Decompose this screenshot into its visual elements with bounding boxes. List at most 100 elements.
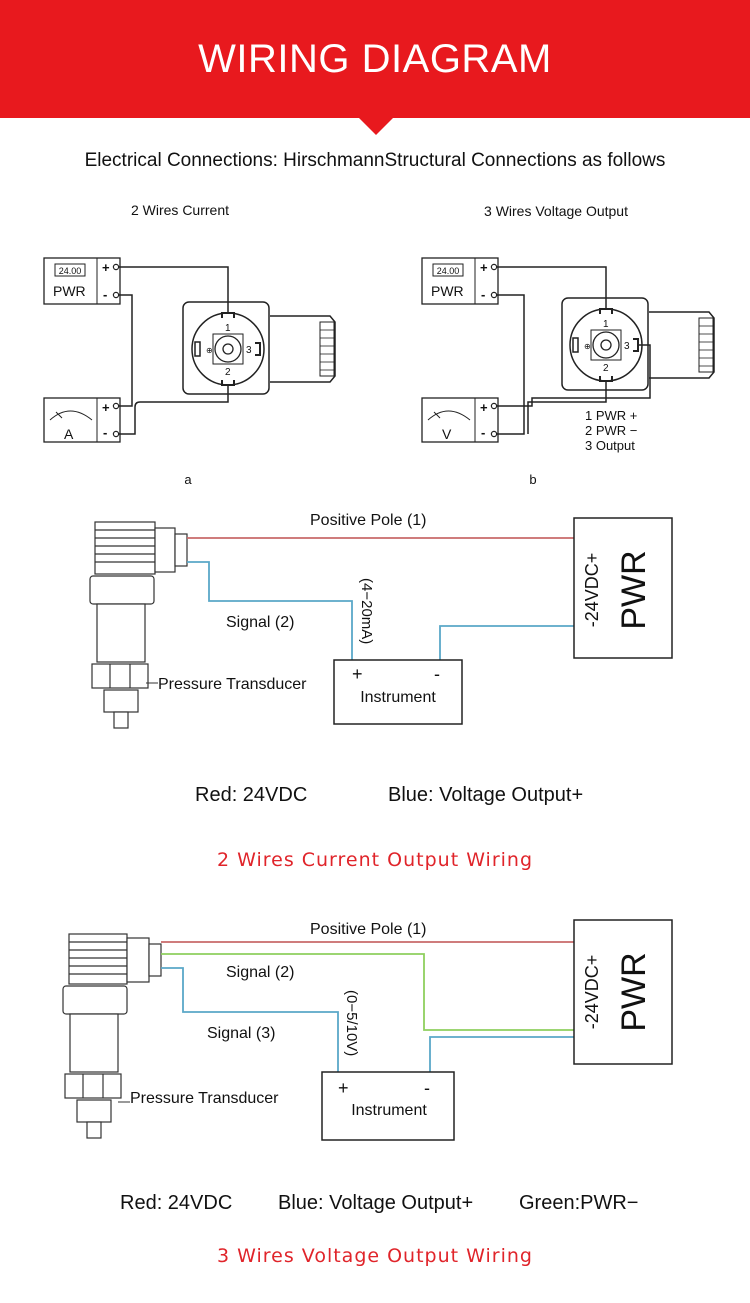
pin-legend-2: 2 PWR −: [585, 423, 637, 438]
connector-center-pin: [222, 343, 234, 355]
pwr-a-minus: -: [103, 287, 107, 302]
diagram-b: 3 Wires Voltage Output 24.00 PWR + - V +…: [421, 203, 715, 487]
pwr-a-plus: +: [102, 260, 110, 275]
terminal-icon: [490, 402, 498, 410]
diagram-a-title: 2 Wires Current: [131, 202, 229, 218]
pwr-label-a: PWR: [53, 283, 86, 299]
supply-voltage-label: -24VDC+: [582, 955, 602, 1030]
connector-body-a: [270, 315, 336, 383]
pin-legend-1: 1 PWR +: [585, 408, 637, 423]
positive-pole-label: Positive Pole (1): [310, 512, 427, 529]
transducer-label: Pressure Transducer: [130, 1090, 279, 1107]
terminal-icon: [112, 291, 120, 299]
supply-voltage-label: -24VDC+: [582, 553, 602, 628]
meter-scale-icon: [49, 410, 93, 421]
pressure-transducer-icon: [62, 933, 162, 1139]
legend-red: Red: 24VDC: [120, 1192, 233, 1214]
signal-label: Signal (2): [226, 614, 294, 631]
wire-b-pin2: [527, 381, 607, 434]
pin-legend-3: 3 Output: [585, 438, 635, 453]
pin-1-label: 1: [225, 323, 231, 334]
ground-pin-icon: [194, 341, 201, 357]
meter-needle-icon: [55, 411, 63, 419]
pwr-b-minus: -: [481, 287, 485, 302]
ammeter-minus: -: [103, 425, 107, 440]
signal-2-label: Signal (2): [226, 964, 294, 981]
header-banner: [0, 0, 750, 118]
ammeter-plus: +: [102, 400, 110, 415]
connector-grip-a: [319, 321, 335, 377]
current-range-label: (4−20mA): [358, 578, 375, 644]
pwr-b-plus: +: [480, 260, 488, 275]
instrument-plus: +: [338, 1078, 349, 1098]
ammeter-label: A: [64, 426, 74, 442]
legend-green: Green:PWR−: [519, 1192, 639, 1214]
pwr-display-b-value: 24.00: [437, 266, 460, 276]
meter-scale-icon: [427, 410, 471, 421]
instrument-minus: -: [424, 1078, 430, 1098]
power-supply-label: PWR: [615, 550, 653, 629]
instrument-box: [333, 659, 463, 725]
diagram-a-caption: a: [184, 472, 192, 487]
legend-blue: Blue: Voltage Output+: [278, 1192, 474, 1214]
pwr-display-b: [432, 263, 464, 277]
power-supply-box: [573, 517, 673, 659]
voltage-range-label: (0−5/10V): [343, 990, 360, 1056]
voltmeter-label: V: [442, 426, 452, 442]
pwr-display-a: [54, 263, 86, 277]
page-subtitle: Electrical Connections: HirschmannStruct…: [84, 150, 666, 171]
instrument-plus: +: [352, 664, 363, 684]
wire-a-pin1: [119, 266, 229, 313]
pin-2-label: 2: [225, 367, 231, 378]
terminal-icon: [490, 430, 498, 438]
pin-3-label: 3: [246, 345, 252, 356]
wire-signal-green: [161, 953, 574, 1031]
pressure-transducer-icon: [89, 521, 188, 729]
instrument-label: Instrument: [351, 1102, 427, 1119]
pwr-display-a-value: 24.00: [59, 266, 82, 276]
power-supply-label: PWR: [615, 952, 653, 1031]
wire-a-pin2: [119, 385, 229, 435]
instrument-box: [321, 1071, 455, 1141]
positive-pole-label: Positive Pole (1): [310, 921, 427, 938]
diagram-b-caption: b: [529, 472, 536, 487]
three-wire-diagram: + - Instrument PWR -24VDC+ Positive Pole…: [62, 919, 673, 1141]
ammeter-box: [43, 397, 121, 443]
signal-3-label: Signal (3): [207, 1025, 275, 1042]
ground-symbol-icon: ⊕: [584, 342, 591, 351]
wire-a-pwr-to-meter: [119, 294, 133, 407]
ground-pin-icon: [572, 337, 579, 353]
connector-grip-b: [698, 317, 714, 373]
meter-needle-icon: [433, 411, 441, 419]
pin-2-label: 2: [603, 363, 609, 374]
legend-red: Red: 24VDC: [195, 784, 308, 806]
terminal-icon: [490, 291, 498, 299]
wire-b-pin3: [497, 344, 651, 407]
terminal-icon: [112, 430, 120, 438]
diagram-b-title: 3 Wires Voltage Output: [484, 203, 628, 219]
pin-1-label: 1: [603, 319, 609, 330]
legend-blue: Blue: Voltage Output+: [388, 784, 584, 806]
pin-3-icon: [255, 342, 261, 356]
page-title: WIRING DIAGRAM: [198, 37, 552, 81]
connector-body-b: [649, 311, 715, 379]
wire-return-blue: [439, 625, 574, 660]
wire-signal-blue: [187, 561, 353, 660]
hirschmann-diagrams: 2 Wires Current 24.00 PWR + - A + -: [43, 202, 715, 487]
voltmeter-plus: +: [480, 400, 488, 415]
wire-signal-blue: [161, 967, 339, 1072]
two-wire-caption: 2 Wires Current Output Wiring: [216, 849, 534, 871]
wire-b-pwr-to-meter: [497, 294, 525, 435]
voltmeter-box: [421, 397, 499, 443]
three-wire-caption: 3 Wires Voltage Output Wiring: [217, 1245, 533, 1267]
pwr-label-b: PWR: [431, 283, 464, 299]
header-notch: [357, 116, 395, 135]
instrument-minus: -: [434, 664, 440, 684]
wire-b-pin1: [497, 266, 607, 309]
connector-center-pin: [600, 339, 612, 351]
terminal-icon: [112, 263, 120, 271]
two-wire-diagram: + - Instrument PWR -24VDC+ Positive Pole…: [89, 512, 673, 729]
transducer-label: Pressure Transducer: [158, 676, 307, 693]
instrument-label: Instrument: [360, 689, 436, 706]
